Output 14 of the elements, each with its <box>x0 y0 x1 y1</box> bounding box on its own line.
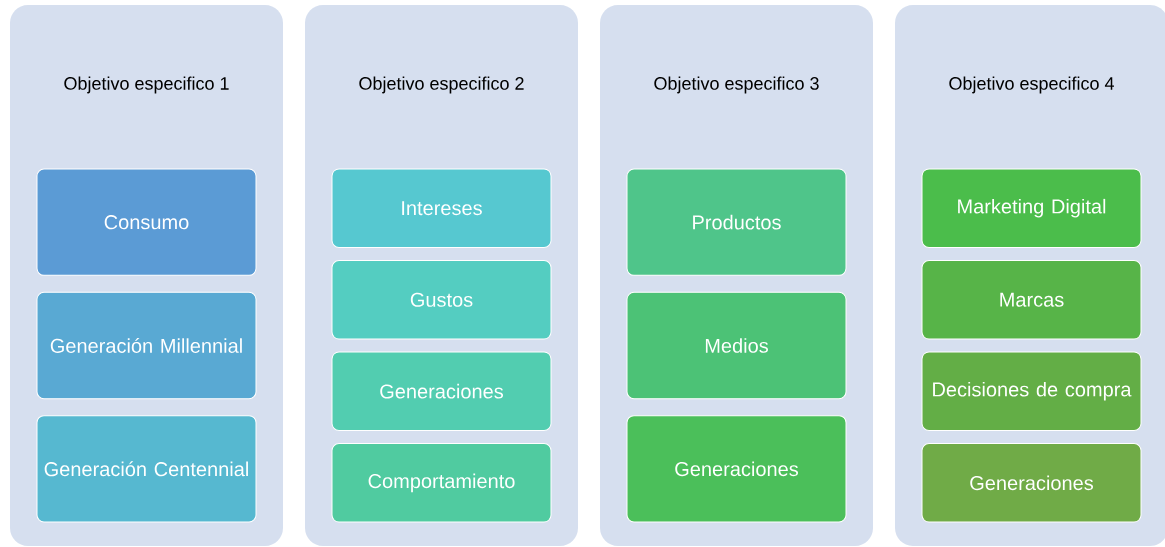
topic-box: Generación Centennial <box>36 415 257 523</box>
topic-box: Marcas <box>921 260 1142 340</box>
topic-box: Consumo <box>36 168 257 276</box>
topic-box: Intereses <box>331 168 552 248</box>
topic-box: Decisiones de compra <box>921 351 1142 431</box>
topic-box: Generaciones <box>921 443 1142 523</box>
topic-box: Marketing Digital <box>921 168 1142 248</box>
topic-box: Gustos <box>331 260 552 340</box>
topic-box: Generaciones <box>626 415 847 523</box>
topic-box: Generación Millennial <box>36 291 257 400</box>
topic-box: Comportamiento <box>331 443 552 523</box>
topic-box: Generaciones <box>331 351 552 431</box>
topic-box: Productos <box>626 168 847 276</box>
topic-box: Medios <box>626 291 847 400</box>
